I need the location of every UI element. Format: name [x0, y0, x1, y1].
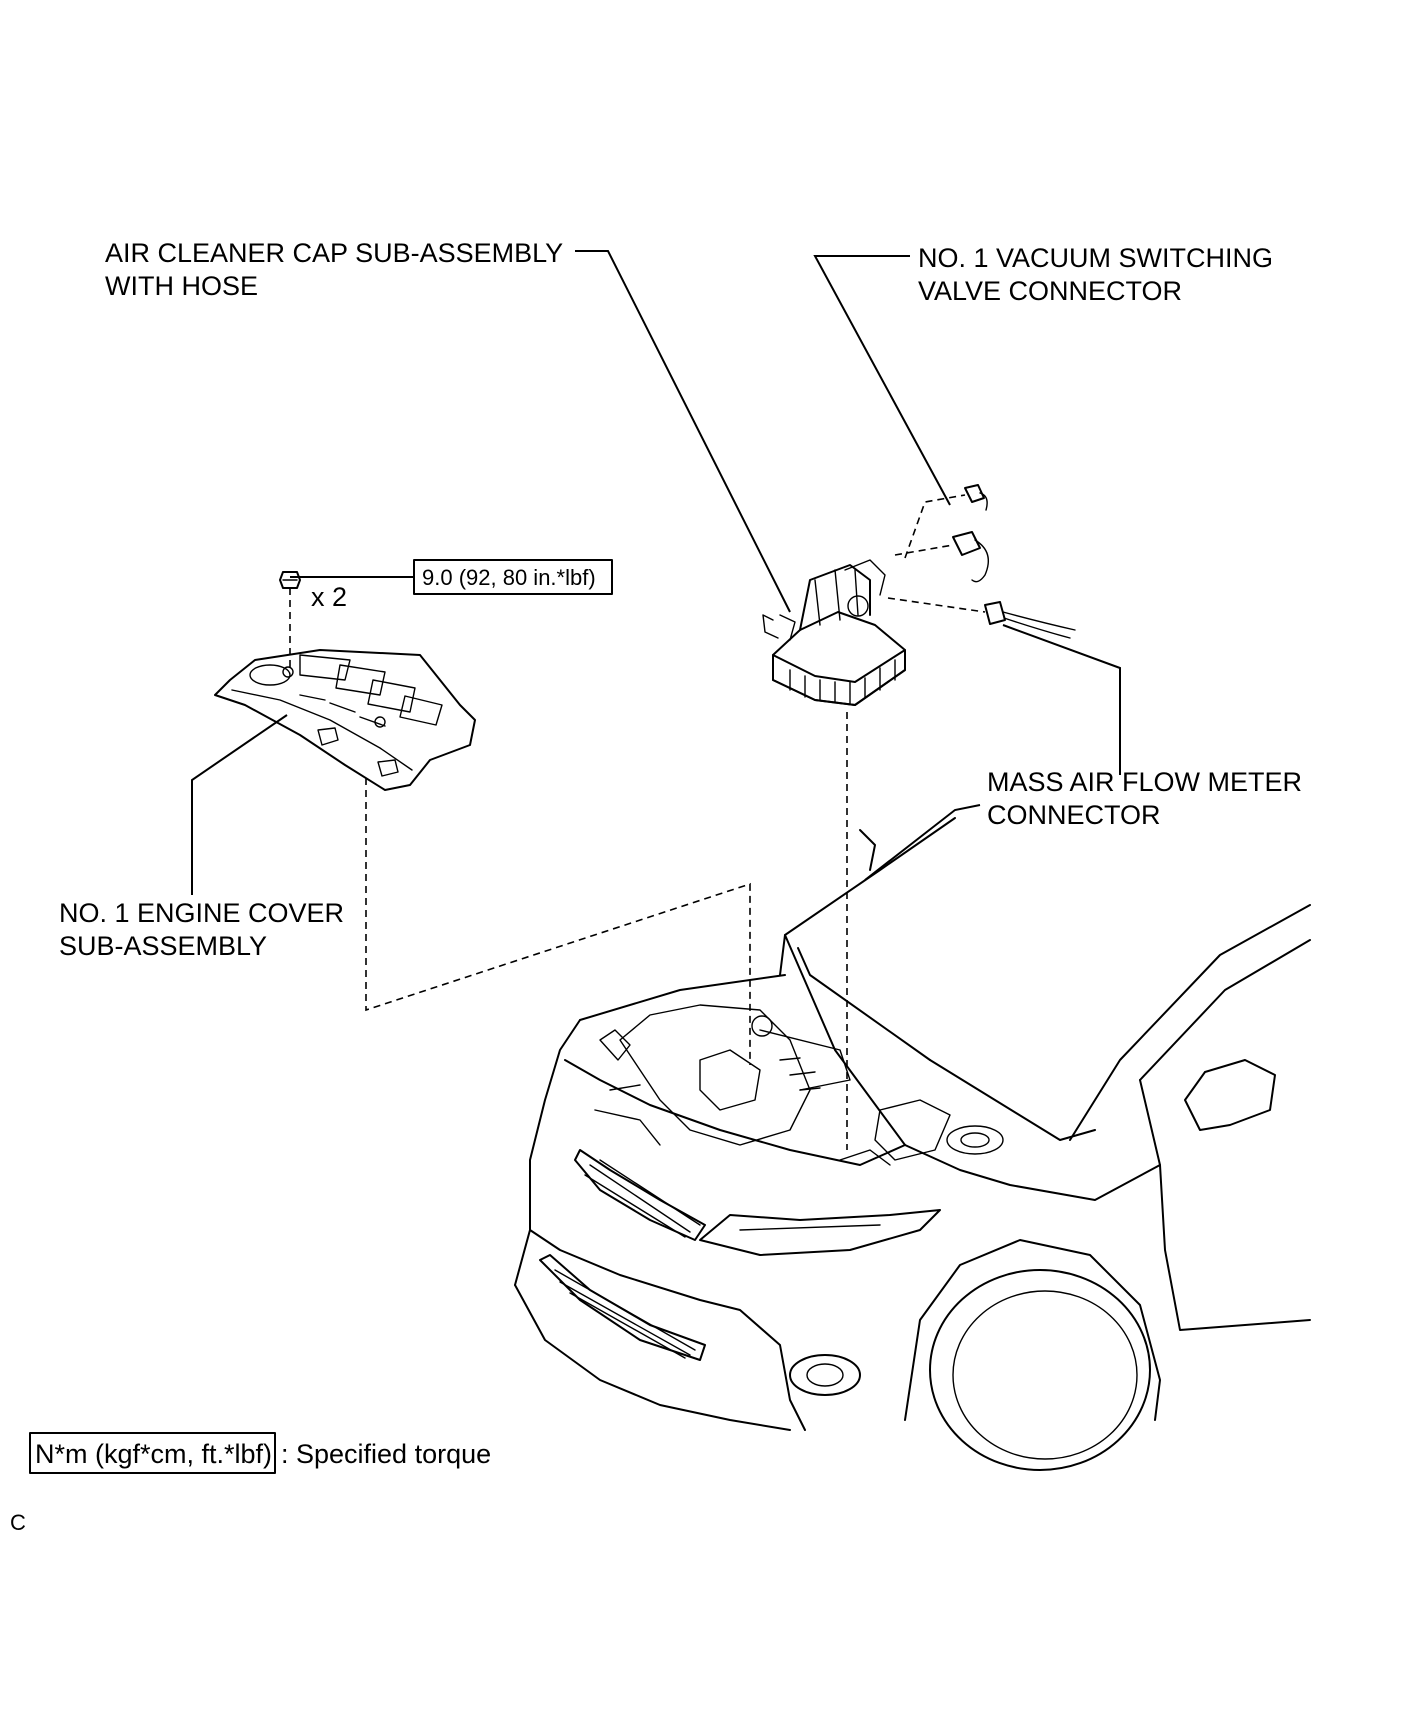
air-cleaner-label-line1: AIR CLEANER CAP SUB-ASSEMBLY	[105, 238, 563, 268]
left-fender-top	[579, 974, 786, 1021]
nut-quantity: x 2	[311, 582, 347, 612]
torque-callout: 9.0 (92, 80 in.*lbf) x 2	[290, 559, 613, 612]
windshield-line	[1139, 939, 1311, 1081]
hood-edge	[779, 934, 931, 1061]
wheel-arch	[904, 1239, 1161, 1421]
maf-leader-secondary	[864, 804, 981, 881]
label-maf-connector: MASS AIR FLOW METER CONNECTOR	[987, 767, 1302, 830]
vsv-leader	[813, 255, 951, 506]
legend-unit-box	[29, 1432, 276, 1474]
bumper-bottom	[514, 1284, 791, 1431]
right-fender-top	[904, 1144, 1161, 1201]
bay-bracket	[839, 1149, 891, 1166]
strut-tower-right-inner	[960, 1132, 990, 1148]
legend: N*m (kgf*cm, ft.*lbf) : Specified torque	[29, 1432, 491, 1474]
label-vsv-connector: NO. 1 VACUUM SWITCHING VALVE CONNECTOR	[918, 243, 1273, 306]
hood-right-edge	[929, 1059, 1096, 1141]
washer-reservoir	[599, 1029, 631, 1061]
maf-label-line1: MASS AIR FLOW METER	[987, 767, 1302, 797]
legend-description: : Specified torque	[281, 1439, 491, 1469]
maf-leader	[1002, 624, 1121, 775]
air-cleaner-leader	[575, 250, 791, 613]
a-pillar	[1069, 904, 1311, 1141]
vsv-connector-icon	[952, 484, 989, 583]
engine-head	[759, 1029, 851, 1091]
vsv-dash-line-2	[904, 494, 966, 559]
radiator-hose	[594, 1084, 661, 1146]
hood-prop	[859, 829, 876, 871]
fog-light-inner	[806, 1363, 844, 1387]
engine-cover-label-line1: NO. 1 ENGINE COVER	[59, 898, 344, 928]
door-edge	[1139, 1079, 1311, 1331]
air-cleaner-label-line2: WITH HOSE	[105, 271, 258, 301]
engine-cover-label-line2: SUB-ASSEMBLY	[59, 931, 267, 961]
headlight	[699, 1209, 941, 1256]
vsv-label-line2: VALVE CONNECTOR	[918, 276, 1182, 306]
engine-cap	[751, 1015, 773, 1037]
label-air-cleaner-cap: AIR CLEANER CAP SUB-ASSEMBLY WITH HOSE	[105, 238, 563, 301]
engine-cover-leader	[191, 714, 288, 895]
legend-unit-text: N*m (kgf*cm, ft.*lbf)	[35, 1439, 272, 1469]
front-tire	[929, 1269, 1151, 1471]
strut-tower-right	[946, 1125, 1004, 1155]
lower-grille	[539, 1254, 706, 1361]
air-cleaner-cap-icon	[762, 559, 906, 706]
maf-connector-icon	[984, 601, 1076, 639]
engine-plugs	[779, 1057, 821, 1091]
bumper-top	[529, 1229, 806, 1431]
engine-cover-icon	[214, 649, 476, 791]
battery	[874, 1099, 951, 1161]
headlight-inner	[739, 1224, 881, 1231]
torque-value: 9.0 (92, 80 in.*lbf)	[422, 565, 596, 590]
left-body	[514, 1019, 581, 1286]
nut-icon	[279, 571, 301, 589]
upper-grille	[574, 1149, 706, 1241]
upper-grille-slats	[584, 1159, 701, 1238]
hood-panel	[784, 817, 956, 1146]
vsv-dash-line-1	[894, 544, 954, 556]
maf-dash-line	[887, 597, 986, 613]
vsv-label-line1: NO. 1 VACUUM SWITCHING	[918, 243, 1273, 273]
engine-cover-dash-line	[365, 778, 751, 1065]
tire-inner	[952, 1290, 1138, 1460]
engine-intake	[699, 1049, 761, 1111]
figure-code: C	[10, 1510, 26, 1535]
vehicle-icon	[514, 817, 1311, 1471]
lower-grille-slats	[554, 1269, 696, 1359]
label-engine-cover: NO. 1 ENGINE COVER SUB-ASSEMBLY	[59, 898, 344, 961]
side-mirror	[1184, 1059, 1276, 1131]
engine-block	[619, 1004, 811, 1146]
fog-light	[789, 1354, 861, 1396]
maf-label-line2: CONNECTOR	[987, 800, 1161, 830]
engine-bay-front	[564, 1059, 906, 1166]
